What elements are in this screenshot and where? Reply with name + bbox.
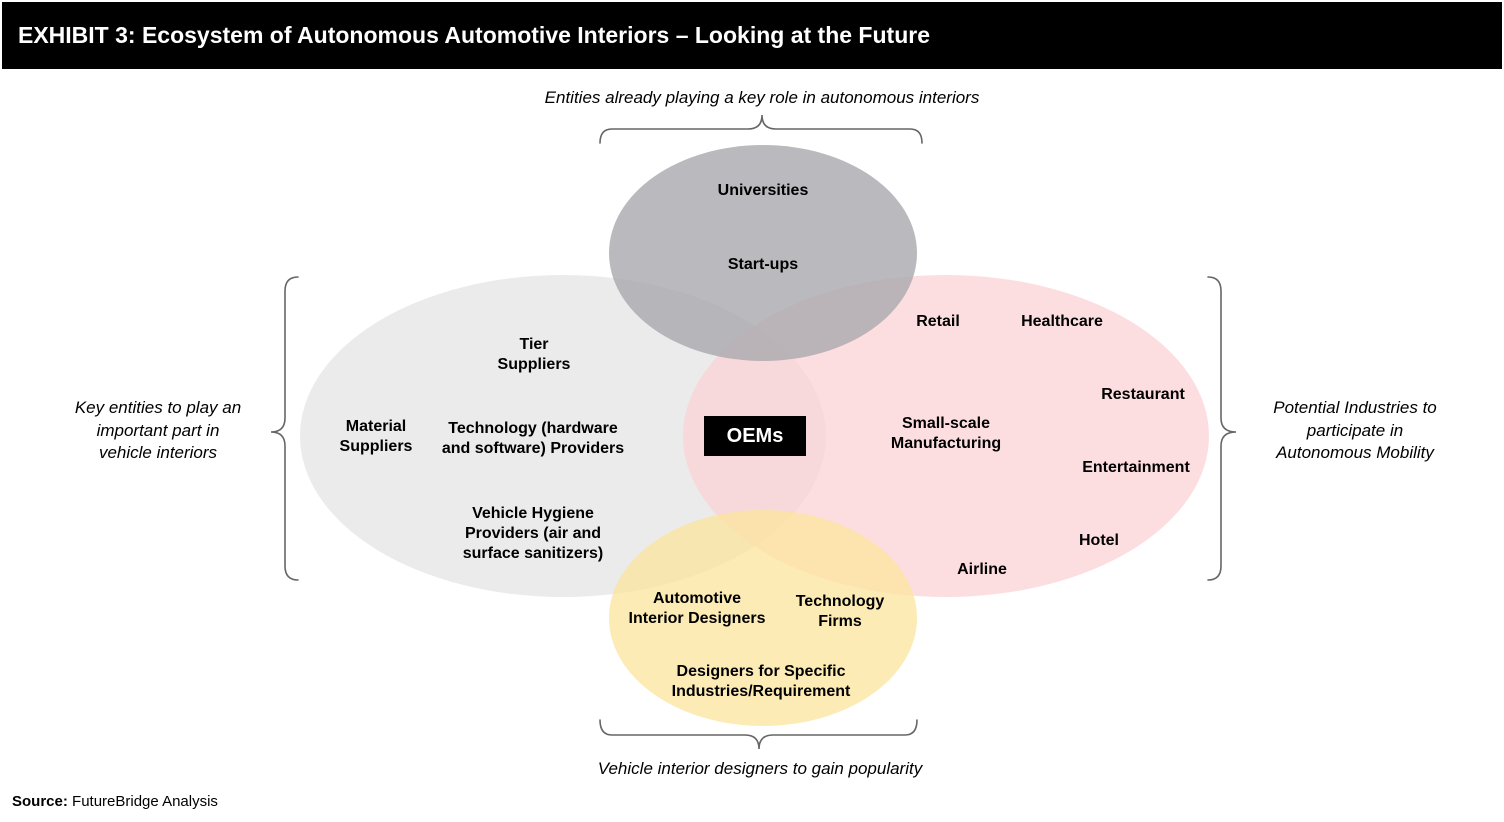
circle-established-entities	[609, 145, 917, 361]
bracket-bottom	[599, 719, 918, 750]
bracket-top	[599, 114, 923, 144]
caption-bottom: Vehicle interior designers to gain popul…	[597, 759, 923, 778]
source-note: Source: FutureBridge Analysis	[12, 793, 218, 810]
bracket-right	[1207, 276, 1237, 581]
caption-top: Entities already playing a key role in a…	[544, 88, 980, 107]
label-entertainment: Entertainment	[1082, 459, 1190, 476]
label-hotel: Hotel	[1079, 532, 1119, 549]
label-airline: Airline	[957, 561, 1007, 578]
label-healthcare: Healthcare	[1021, 313, 1103, 330]
oems-center-label: OEMs	[704, 416, 806, 456]
circle-interior-designers	[609, 510, 917, 726]
circle-key-entities	[300, 275, 826, 597]
label-retail: Retail	[916, 313, 960, 330]
label-restaurant: Restaurant	[1101, 386, 1185, 403]
bracket-left	[270, 276, 299, 581]
exhibit-title: EXHIBIT 3: Ecosystem of Autonomous Autom…	[2, 2, 1502, 69]
label-universities: Universities	[717, 182, 809, 199]
label-start-ups: Start-ups	[727, 256, 799, 273]
